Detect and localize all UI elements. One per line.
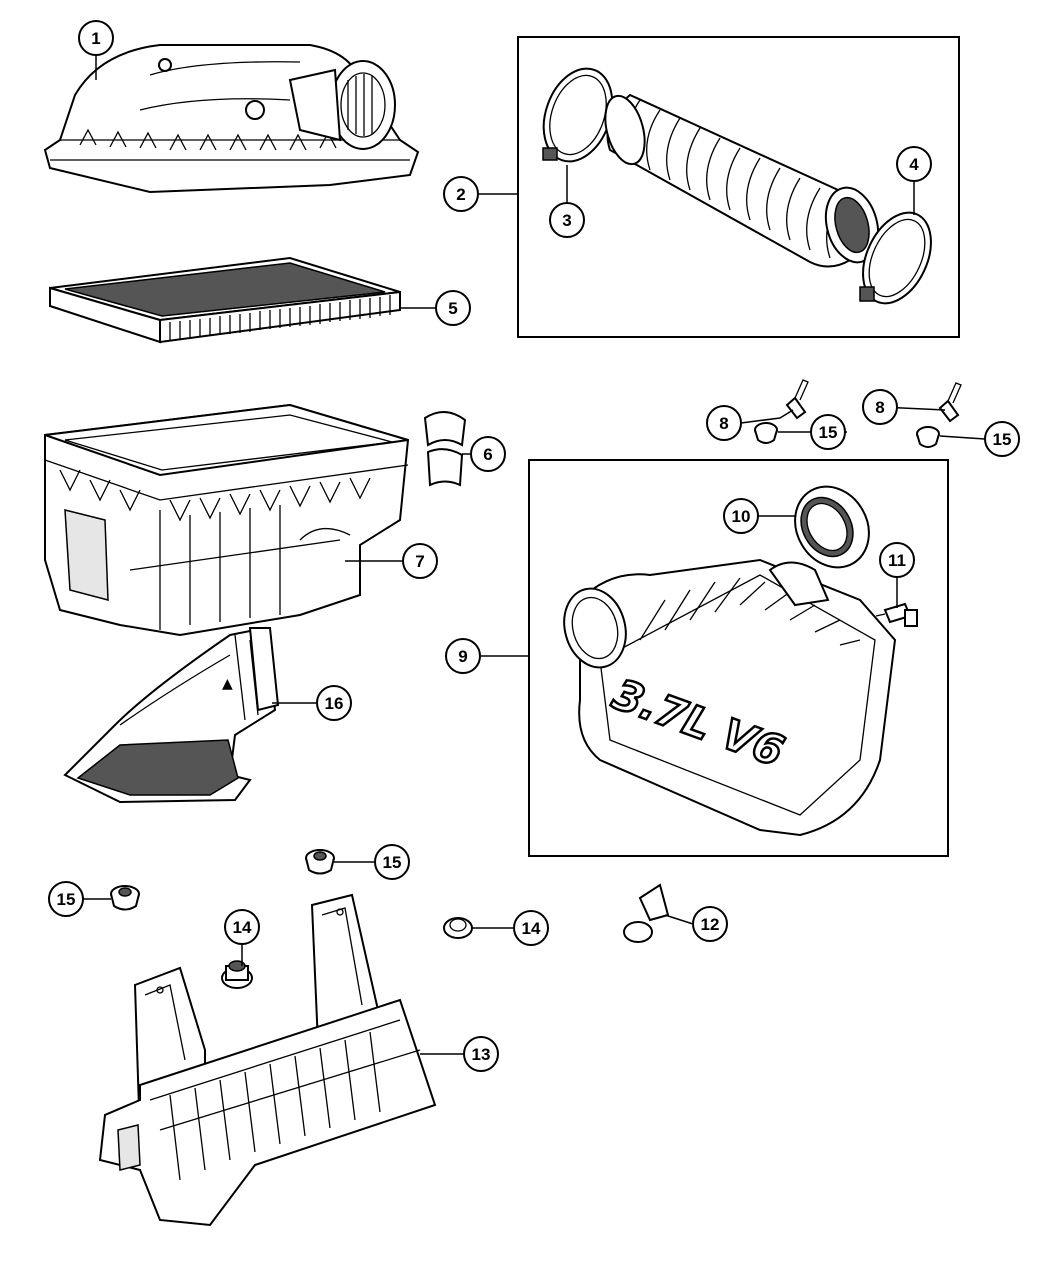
- svg-text:10: 10: [732, 507, 751, 526]
- callout-8-left: 8: [706, 405, 742, 441]
- callout-11: 11: [879, 542, 915, 578]
- hose-group-box: [517, 36, 960, 338]
- svg-text:6: 6: [483, 445, 492, 464]
- svg-text:7: 7: [415, 552, 424, 571]
- callout-15-upper-left: 15: [810, 414, 846, 450]
- resonator-group-box: [528, 459, 949, 857]
- callout-6: 6: [470, 436, 506, 472]
- callout-5: 5: [435, 290, 471, 326]
- svg-text:3: 3: [562, 211, 571, 230]
- svg-text:14: 14: [522, 919, 541, 938]
- svg-text:15: 15: [819, 423, 838, 442]
- part-air-cleaner-cover: [43, 44, 420, 194]
- svg-text:8: 8: [719, 414, 728, 433]
- callout-3: 3: [549, 202, 585, 238]
- part-nut-left: [221, 960, 253, 989]
- svg-text:13: 13: [472, 1045, 491, 1064]
- part-air-cleaner-tray: [98, 893, 437, 1227]
- callout-9: 9: [445, 638, 481, 674]
- callout-14-left: 14: [224, 909, 260, 945]
- svg-text:16: 16: [325, 694, 344, 713]
- part-temperature-sensor: [875, 602, 918, 627]
- callout-14-right: 14: [513, 910, 549, 946]
- callout-4: 4: [896, 146, 932, 182]
- svg-text:15: 15: [57, 890, 76, 909]
- callout-10: 10: [723, 498, 759, 534]
- callout-8-right: 8: [862, 389, 898, 425]
- part-hose-clamp-large: [859, 211, 932, 305]
- part-clip: [423, 411, 467, 487]
- part-sensor-stud-right: [938, 382, 962, 423]
- part-hose-clamp-small: [542, 67, 614, 163]
- svg-text:4: 4: [909, 155, 919, 174]
- svg-text:11: 11: [888, 551, 906, 570]
- callout-15-lower-center: 15: [374, 844, 410, 880]
- callout-15-lower-left: 15: [48, 881, 84, 917]
- part-grommet-lower-center: [305, 849, 335, 875]
- svg-text:14: 14: [233, 918, 252, 937]
- part-push-pin: [623, 883, 670, 943]
- svg-text:9: 9: [458, 647, 467, 666]
- svg-text:▲: ▲: [222, 676, 233, 692]
- part-air-filter: [49, 256, 401, 344]
- part-intake-duct: ▲: [63, 626, 280, 804]
- svg-text:8: 8: [875, 398, 884, 417]
- callout-2: 2: [443, 176, 479, 212]
- svg-text:15: 15: [383, 853, 402, 872]
- callout-7: 7: [402, 543, 438, 579]
- svg-text:5: 5: [448, 299, 457, 318]
- part-resonator: 3.7L V6: [563, 558, 897, 837]
- svg-text:15: 15: [993, 430, 1012, 449]
- part-sensor-stud-left: [785, 379, 809, 420]
- leader-lines: [83, 55, 986, 1055]
- svg-text:12: 12: [701, 915, 720, 934]
- callout-15-upper-right: 15: [984, 421, 1020, 457]
- callout-16: 16: [316, 685, 352, 721]
- part-grommet-right: [916, 426, 940, 448]
- callout-13: 13: [463, 1036, 499, 1072]
- svg-text:2: 2: [456, 185, 465, 204]
- callout-1: 1: [78, 20, 114, 56]
- part-nut-right: [443, 917, 473, 939]
- part-seal: [794, 485, 870, 569]
- part-grommet-lower-left: [110, 885, 140, 911]
- svg-text:1: 1: [91, 29, 100, 48]
- callout-12: 12: [692, 906, 728, 942]
- part-bellows-hose: [604, 93, 880, 268]
- part-air-cleaner-housing: [44, 403, 410, 637]
- part-grommet-left: [754, 422, 778, 444]
